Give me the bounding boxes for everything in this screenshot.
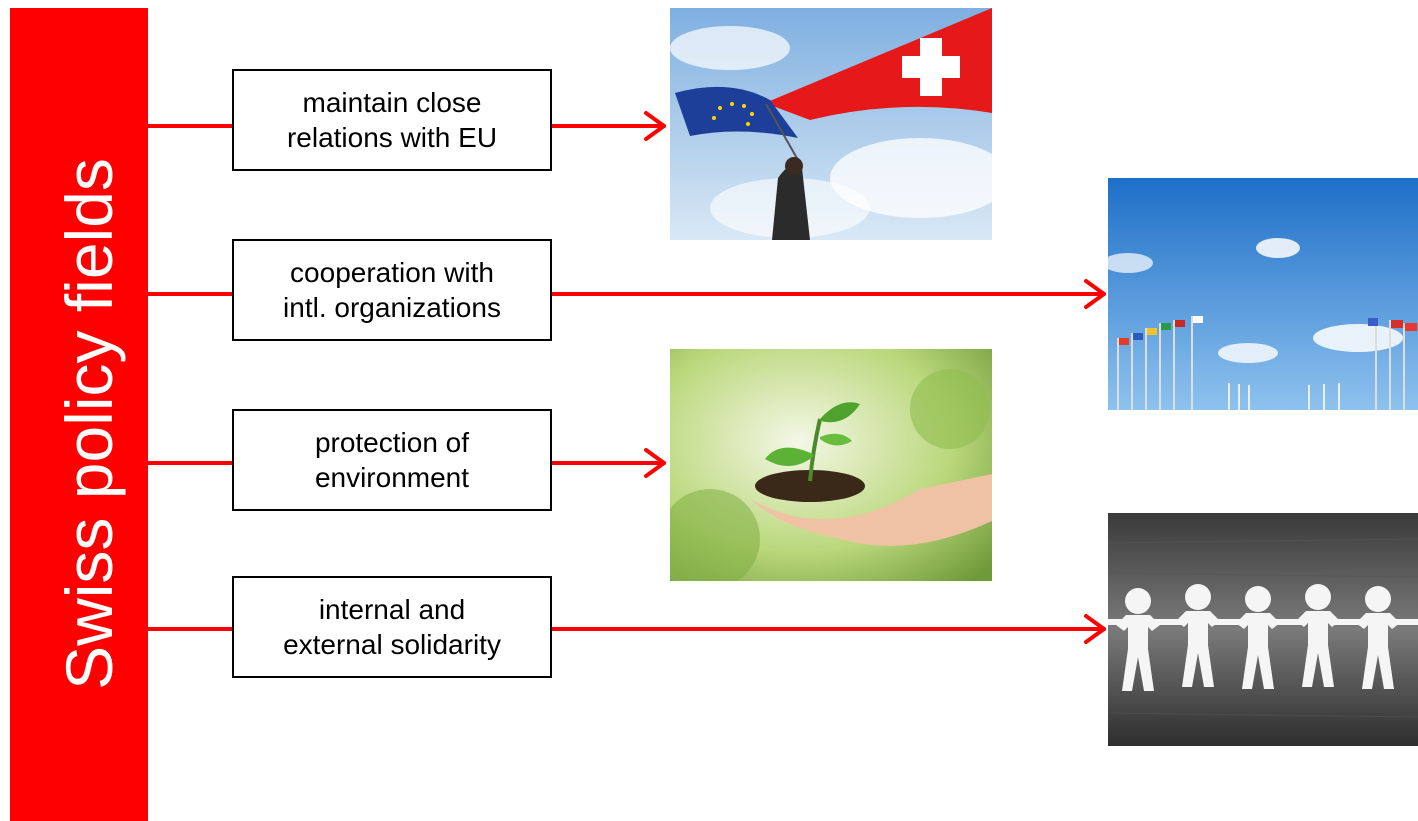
arrow-head-4: [1084, 614, 1106, 644]
arrow-head-3: [644, 448, 666, 478]
field-box-eu-relations: maintain close relations with EU: [232, 69, 552, 171]
field-box-solidarity: internal and external solidarity: [232, 576, 552, 678]
eu-swiss-flags-photo: [670, 8, 992, 240]
arrow-head-1: [644, 111, 666, 141]
field-box-environment: protection of environment: [232, 409, 552, 511]
title-banner: Swiss policy fields: [10, 8, 148, 821]
international-flags-photo: [1108, 178, 1418, 410]
paper-people-chain-photo: [1108, 513, 1418, 746]
arrow-head-2: [1084, 279, 1106, 309]
seedling-in-hand-photo: [670, 349, 992, 581]
field-box-intl-organizations: cooperation with intl. organizations: [232, 239, 552, 341]
